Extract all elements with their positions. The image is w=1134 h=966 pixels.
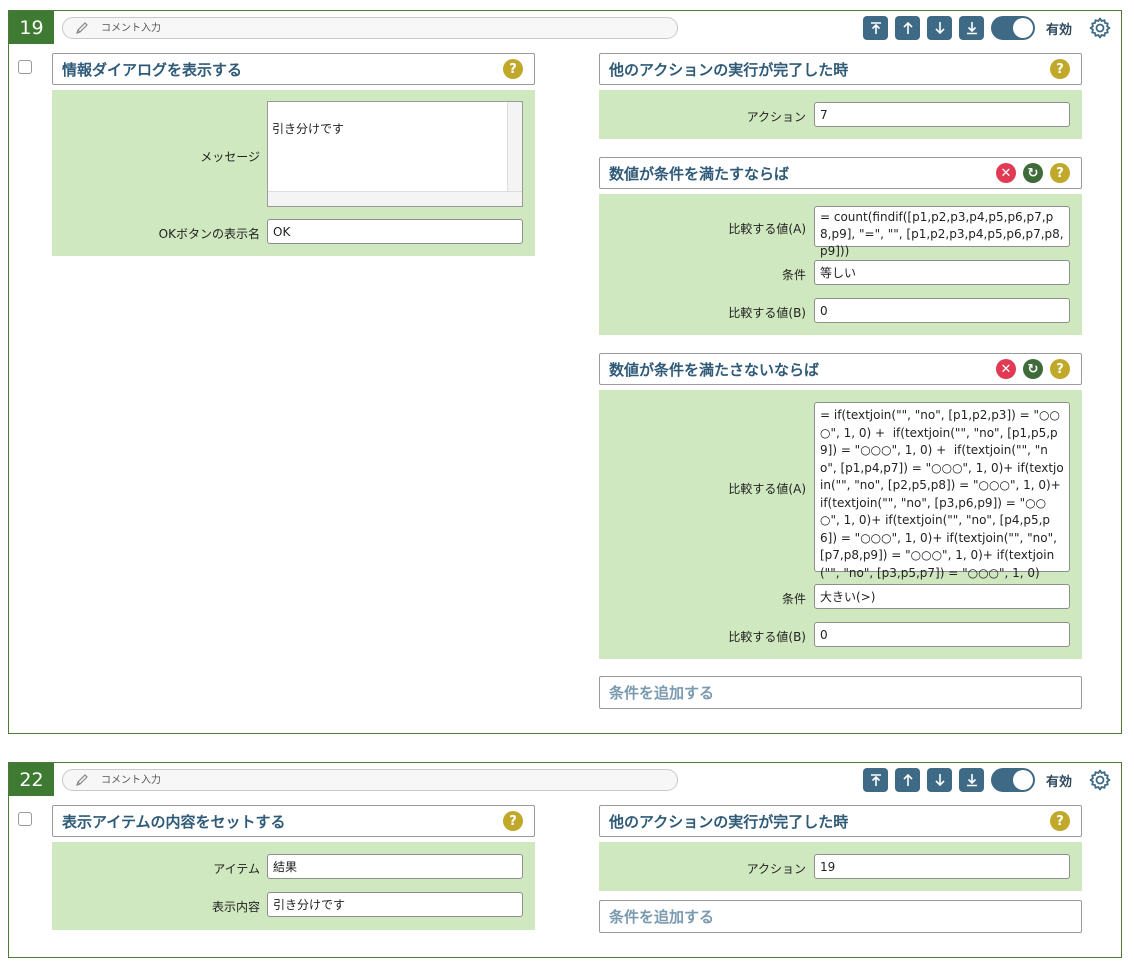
action-card-header: 情報ダイアログを表示する ?	[52, 53, 535, 85]
refresh-icon[interactable]: ↻	[1023, 163, 1043, 183]
comment-input[interactable]	[99, 773, 663, 787]
comment-input-box[interactable]	[62, 17, 678, 39]
move-up-button[interactable]	[895, 16, 920, 40]
move-down-icon	[934, 774, 945, 787]
move-up-button[interactable]	[895, 768, 920, 792]
gear-icon	[1089, 769, 1111, 791]
toggle-knob	[1013, 18, 1033, 38]
block-22: 22 有効 表示アイテムの内容をセットする ? アイテム 結果 表示内容 引き分…	[8, 762, 1122, 958]
compare-a-label: 比較する値(A)	[728, 482, 806, 496]
move-down-button[interactable]	[927, 768, 952, 792]
add-condition-button[interactable]: 条件を追加する	[599, 900, 1082, 933]
action-panel: メッセージ 引き分けです OKボタンの表示名 OK	[52, 90, 535, 256]
pencil-icon	[73, 19, 91, 37]
add-condition-label: 条件を追加する	[609, 908, 715, 926]
message-textarea[interactable]: 引き分けです	[267, 101, 523, 207]
compare-a-label: 比較する値(A)	[728, 222, 806, 236]
comment-input[interactable]	[99, 21, 663, 35]
action-title: 情報ダイアログを表示する	[62, 60, 243, 79]
compare-a-input[interactable]: = if(textjoin("", "no", [p1,p2,p3]) = "○…	[814, 402, 1070, 580]
select-checkbox[interactable]	[18, 60, 32, 74]
settings-button[interactable]	[1087, 15, 1113, 41]
horizontal-scrollbar[interactable]	[268, 191, 522, 206]
action-label: アクション	[746, 110, 806, 124]
help-icon[interactable]: ?	[1050, 59, 1070, 79]
help-icon[interactable]: ?	[503, 59, 523, 79]
enable-toggle[interactable]	[991, 16, 1035, 40]
action-label: アクション	[746, 862, 806, 876]
move-bottom-icon	[966, 22, 977, 35]
compare-b-label: 比較する値(B)	[728, 630, 806, 644]
condition1-title: 数値が条件を満たすならば	[609, 164, 790, 183]
action-title: 表示アイテムの内容をセットする	[62, 812, 286, 831]
move-bottom-icon	[966, 774, 977, 787]
add-condition-button[interactable]: 条件を追加する	[599, 676, 1082, 709]
condition1-panel: 比較する値(A) = count(findif([p1,p2,p3,p4,p5,…	[599, 194, 1082, 335]
ok-button-name-input[interactable]: OK	[267, 219, 523, 244]
pencil-icon	[73, 771, 91, 789]
refresh-icon[interactable]: ↻	[1023, 359, 1043, 379]
action-panel: アイテム 結果 表示内容 引き分けです	[52, 842, 535, 930]
select-checkbox[interactable]	[18, 812, 32, 826]
vertical-scrollbar[interactable]	[507, 102, 522, 206]
compare-b-input[interactable]: 0	[814, 622, 1070, 647]
block-number-badge: 22	[9, 763, 54, 796]
add-condition-label: 条件を追加する	[609, 684, 715, 702]
compare-b-label: 比較する値(B)	[728, 306, 806, 320]
action-number-input[interactable]: 19	[814, 854, 1070, 879]
move-up-icon	[902, 773, 913, 786]
trigger-title: 他のアクションの実行が完了した時	[609, 60, 849, 79]
condition-label: 条件	[781, 592, 806, 606]
content-label: 表示内容	[211, 900, 260, 914]
block-19: 19 有効 情報ダイアログを表示する ? メッセージ 引き分けです OKボタンの…	[8, 10, 1122, 734]
message-label: メッセージ	[200, 150, 260, 164]
toggle-knob	[1013, 770, 1033, 790]
enable-toggle[interactable]	[991, 768, 1035, 792]
trigger-card-header: 他のアクションの実行が完了した時 ?	[599, 53, 1082, 85]
block-number-badge: 19	[9, 11, 54, 44]
condition-select[interactable]: 等しい	[814, 260, 1070, 285]
move-top-button[interactable]	[863, 768, 888, 792]
move-top-icon	[870, 774, 881, 786]
move-down-icon	[934, 22, 945, 35]
toggle-label: 有効	[1046, 775, 1073, 790]
ok-button-label: OKボタンの表示名	[158, 227, 260, 241]
condition2-card-header: 数値が条件を満たさないならば ✕ ↻ ?	[599, 353, 1082, 385]
move-bottom-button[interactable]	[959, 768, 984, 792]
item-select[interactable]: 結果	[267, 854, 523, 879]
help-icon[interactable]: ?	[1050, 359, 1070, 379]
help-icon[interactable]: ?	[503, 811, 523, 831]
help-icon[interactable]: ?	[1050, 811, 1070, 831]
content-input[interactable]: 引き分けです	[267, 892, 523, 917]
message-value: 引き分けです	[272, 122, 345, 136]
move-top-button[interactable]	[863, 16, 888, 40]
delete-icon[interactable]: ✕	[996, 359, 1016, 379]
compare-a-input[interactable]: = count(findif([p1,p2,p3,p4,p5,p6,p7,p8,…	[814, 206, 1070, 258]
condition1-card-header: 数値が条件を満たすならば ✕ ↻ ?	[599, 157, 1082, 189]
gear-icon	[1089, 17, 1111, 39]
action-card-header: 表示アイテムの内容をセットする ?	[52, 805, 535, 837]
condition2-title: 数値が条件を満たさないならば	[609, 360, 820, 379]
trigger-card-header: 他のアクションの実行が完了した時 ?	[599, 805, 1082, 837]
help-icon[interactable]: ?	[1050, 163, 1070, 183]
move-top-icon	[870, 22, 881, 34]
move-down-button[interactable]	[927, 16, 952, 40]
delete-icon[interactable]: ✕	[996, 163, 1016, 183]
item-label: アイテム	[213, 862, 260, 876]
condition-label: 条件	[781, 268, 806, 282]
action-number-input[interactable]: 7	[814, 102, 1070, 127]
trigger-title: 他のアクションの実行が完了した時	[609, 812, 849, 831]
move-bottom-button[interactable]	[959, 16, 984, 40]
toggle-label: 有効	[1046, 23, 1073, 38]
move-up-icon	[902, 21, 913, 34]
comment-input-box[interactable]	[62, 769, 678, 791]
settings-button[interactable]	[1087, 767, 1113, 793]
condition-select[interactable]: 大きい(>)	[814, 584, 1070, 609]
trigger-panel: アクション 7	[599, 90, 1082, 139]
condition2-panel: 比較する値(A) = if(textjoin("", "no", [p1,p2,…	[599, 390, 1082, 659]
trigger-panel: アクション 19	[599, 842, 1082, 891]
compare-b-input[interactable]: 0	[814, 298, 1070, 323]
